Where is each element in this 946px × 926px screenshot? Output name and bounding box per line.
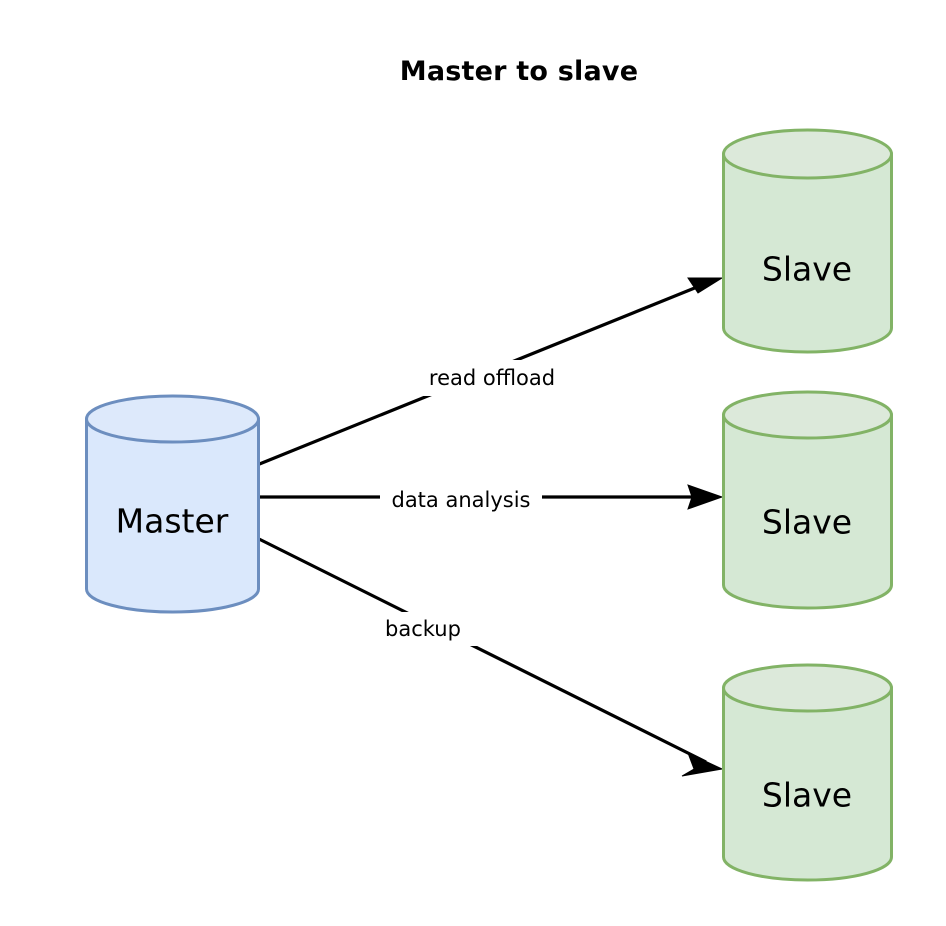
node-slave-1-body xyxy=(722,152,893,354)
node-slave-2-label: Slave xyxy=(762,503,852,542)
node-slave-3-label: Slave xyxy=(762,776,852,815)
edge-backup-line xyxy=(256,536,707,764)
node-master-body xyxy=(85,417,260,614)
edge-data-analysis[interactable]: data analysis xyxy=(257,484,724,516)
node-slave-2-body xyxy=(722,413,893,610)
page-title: Master to slave xyxy=(400,56,638,87)
node-slave-1-label: Slave xyxy=(762,250,852,289)
edge-backup-label: backup xyxy=(385,617,461,641)
edge-read-offload-label-bg xyxy=(398,360,588,396)
edge-read-offload-label: read offload xyxy=(429,366,555,390)
node-slave-3-top xyxy=(722,663,893,713)
node-master-top xyxy=(85,394,260,444)
node-slave-1-top xyxy=(722,128,893,180)
node-master-label: Master xyxy=(116,502,229,541)
edge-data-analysis-arrowhead xyxy=(687,484,724,510)
edge-read-offload[interactable]: read offload xyxy=(256,277,724,467)
edge-data-analysis-label-bg xyxy=(380,484,542,516)
node-slave-1[interactable]: Slave xyxy=(722,128,893,354)
node-slave-3-body xyxy=(722,686,893,882)
node-slave-2[interactable]: Slave xyxy=(722,390,893,610)
edge-backup-label-bg xyxy=(368,612,480,646)
edge-backup[interactable]: backup xyxy=(256,536,724,777)
edge-data-analysis-label: data analysis xyxy=(391,488,530,512)
node-slave-2-top xyxy=(722,390,893,440)
edge-read-offload-arrowhead xyxy=(687,277,724,294)
node-master[interactable]: Master xyxy=(85,394,260,614)
edge-backup-arrowhead xyxy=(681,752,724,777)
node-slave-3[interactable]: Slave xyxy=(722,663,893,882)
